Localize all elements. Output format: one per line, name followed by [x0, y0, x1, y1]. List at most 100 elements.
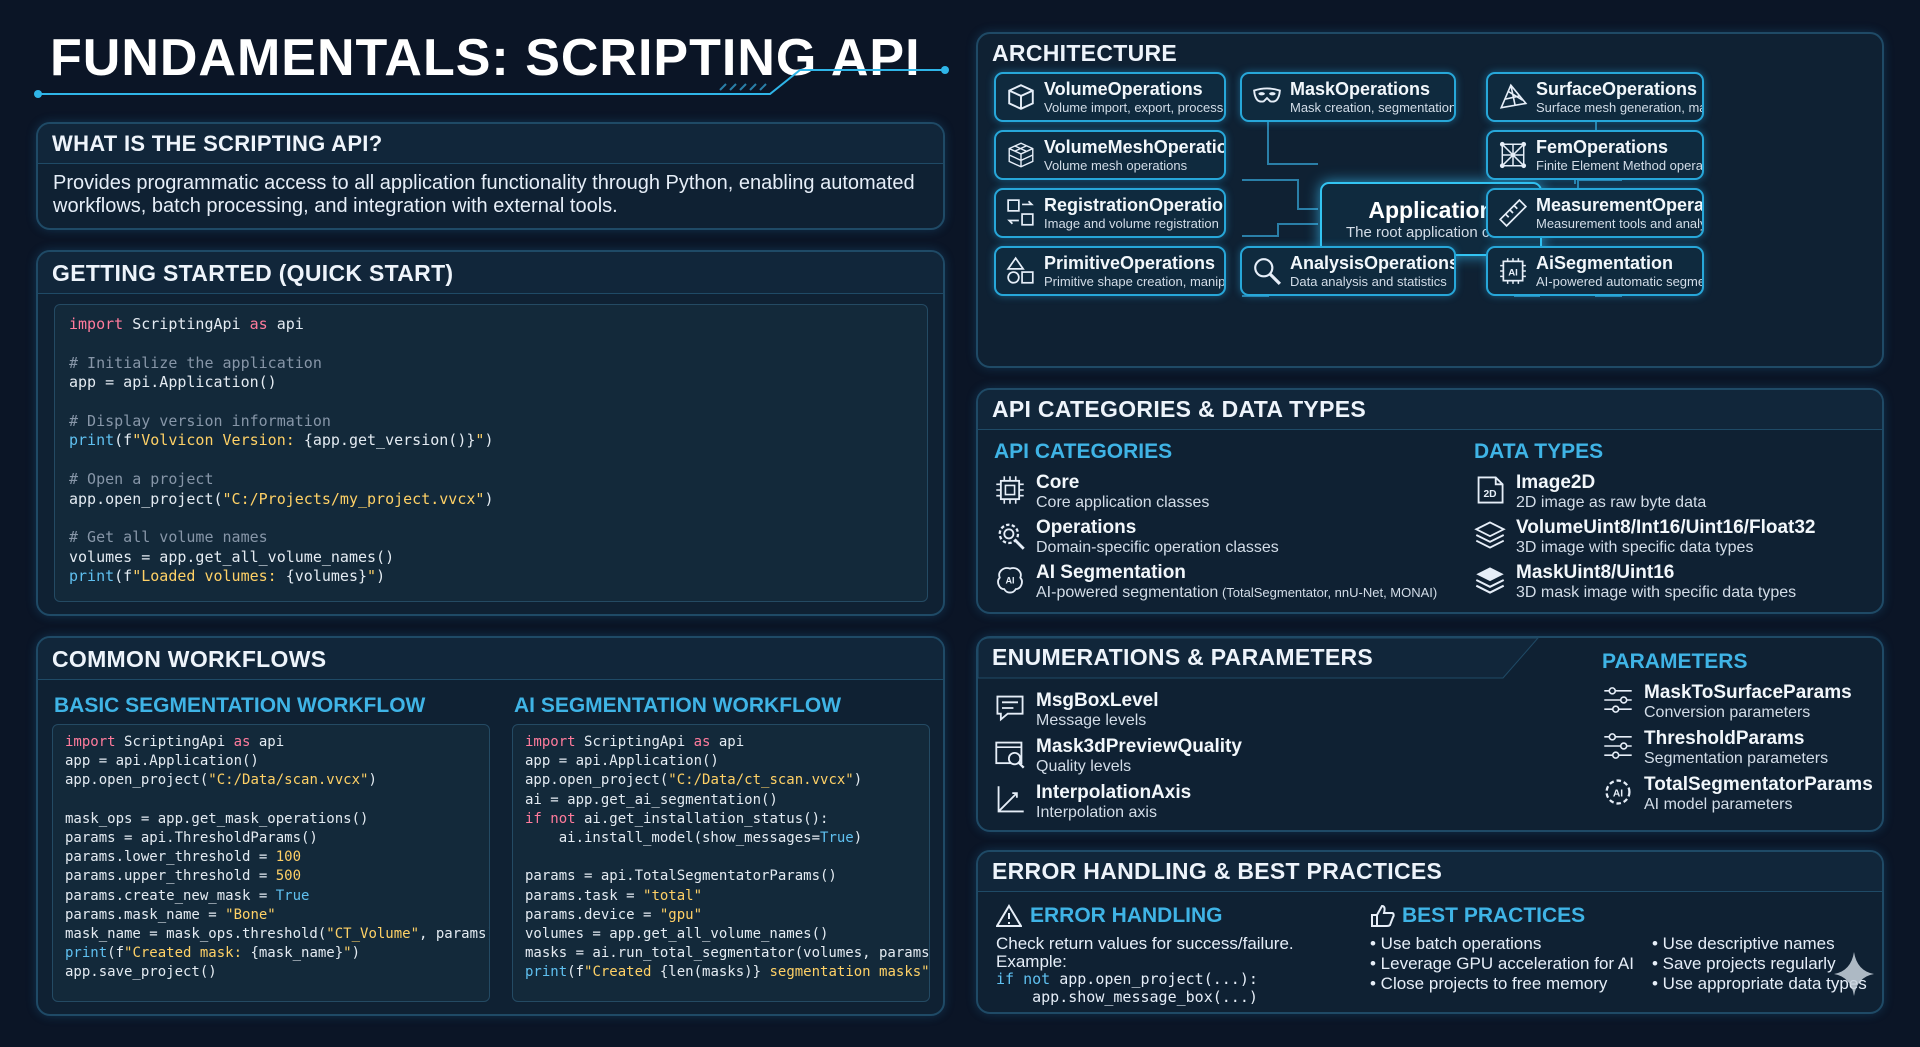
page-title: FUNDAMENTALS: SCRIPTING API	[50, 29, 921, 87]
gear-search-icon	[998, 523, 1025, 550]
code-line: volumes = app.get_all_volume_names()	[69, 548, 913, 567]
data-type-desc-text: 3D image with specific data types	[1516, 539, 1754, 556]
preview-icon	[995, 741, 1025, 769]
application-node-desc: The root application class	[1345, 224, 1517, 241]
code-token: params.device =	[525, 906, 660, 923]
enums-title: ENUMERATIONS & PARAMETERS	[992, 644, 1374, 670]
arch-node-desc: Primitive shape creation, manipulation	[1044, 274, 1226, 289]
what-text: Provides programmatic access to all appl…	[53, 172, 915, 217]
code-token: )	[376, 567, 386, 586]
code-line: app.open_project("C:/Data/ct_scan.vvcx")	[525, 771, 917, 790]
code-token: app = api.Application()	[69, 373, 277, 392]
api-category-title: AI Segmentation	[1036, 562, 1186, 583]
code-token: # Get all volume names	[69, 528, 268, 547]
code-line: import ScriptingApi as api	[69, 315, 913, 334]
code-line: import ScriptingApi as api	[525, 733, 917, 752]
data-type-title: Image2D	[1516, 472, 1596, 493]
code-token: "C:/Data/scan.vvcx"	[208, 772, 369, 789]
api-category-title: Operations	[1036, 517, 1137, 538]
code-token: params = api.TotalSegmentatorParams()	[525, 868, 837, 885]
enum-desc-text: Interpolation axis	[1036, 804, 1157, 821]
param-desc-text: Conversion parameters	[1644, 704, 1811, 721]
errors-panel: ERROR HANDLING & BEST PRACTICES ERROR HA…	[976, 850, 1884, 1014]
code-token: "CT_Volume"	[326, 925, 420, 942]
architecture-panel: ARCHITECTURE Application The root applic…	[976, 32, 1884, 368]
enum-title: Mask3dPreviewQuality	[1036, 736, 1242, 757]
workflows-panel: COMMON WORKFLOWS BASIC SEGMENTATION WORK…	[36, 636, 945, 1016]
code-token: as	[233, 734, 251, 750]
code-token: "	[367, 567, 377, 586]
error-code-line1: app.open_project(...):	[1050, 970, 1258, 988]
code-token: app = api.Application()	[525, 753, 719, 770]
getting-started-panel: GETTING STARTED (QUICK START) import Scr…	[36, 250, 945, 616]
code-line: masks = ai.run_total_segmentator(volumes…	[525, 944, 929, 963]
errors-title: ERROR HANDLING & BEST PRACTICES	[992, 858, 1443, 884]
code-token: print	[69, 431, 115, 450]
chip-icon	[996, 476, 1024, 504]
what-panel: WHAT IS THE SCRIPTING API? Provides prog…	[36, 122, 945, 230]
code-line: params = api.TotalSegmentatorParams()	[525, 867, 917, 886]
code-token: app.open_project(	[69, 489, 223, 508]
error-code-keyword: if not	[996, 970, 1051, 988]
code-token: "Bone"	[225, 906, 276, 923]
code-token: "C:/Projects/my_project.vvcx"	[222, 489, 485, 508]
code-token: params.mask_name =	[65, 906, 226, 923]
code-line	[65, 791, 477, 810]
api-category-desc: Core application classes	[1036, 493, 1209, 512]
image-2d-icon: 2D	[1477, 476, 1504, 504]
arch-node-title: PrimitiveOperations	[1044, 253, 1216, 273]
ai-chip-icon: AI	[1500, 258, 1526, 284]
svg-text:AI: AI	[1613, 789, 1623, 800]
arch-node-desc: Measurement tools and analysis	[1536, 216, 1704, 231]
arch-node-desc: Volume mesh operations	[1044, 158, 1188, 173]
arch-node-volumemeshoperations[interactable]: VolumeMeshOperationsVolume mesh operatio…	[994, 130, 1226, 180]
data-type-desc: 3D image with specific data types	[1516, 538, 1815, 557]
arch-node-desc: Mask creation, segmentation, analysis	[1290, 100, 1456, 115]
sliders-icon	[1604, 733, 1632, 759]
mask-layers-icon	[1475, 567, 1505, 594]
code-token: "	[343, 945, 352, 962]
data-type-title: MaskUint8/Uint16	[1516, 562, 1675, 583]
code-token: ai = app.get_ai_segmentation()	[525, 791, 778, 808]
enum-desc: Message levels	[1036, 711, 1158, 730]
svg-text:AI: AI	[1005, 575, 1014, 585]
param-title: TotalSegmentatorParams	[1644, 774, 1873, 795]
code-token: as	[693, 734, 711, 750]
best-practice-item: • Use appropriate data types	[1652, 974, 1867, 993]
code-token: app.save_project()	[65, 964, 217, 981]
code-token: )	[853, 829, 863, 846]
data-type-desc: 2D image as raw byte data	[1516, 493, 1706, 512]
code-token: # Display version information	[69, 411, 331, 430]
code-token: (f	[567, 964, 585, 981]
code-token: volumes = app.get_all_volume_names()	[525, 925, 829, 942]
best-practices-title: BEST PRACTICES	[1402, 904, 1586, 927]
error-handling-text1: Check return values for success/failure.	[996, 934, 1294, 953]
code-token: , params)	[419, 925, 490, 942]
best-practice-item: • Close projects to free memory	[1370, 974, 1608, 993]
code-token: 100	[275, 849, 302, 866]
quick-start-code: import ScriptingApi as api # Initialize …	[54, 304, 928, 602]
api-category-desc-text: Core application classes	[1036, 494, 1210, 511]
error-code-line2: app.show_message_box(...)	[996, 988, 1258, 1006]
getting-started-title: GETTING STARTED (QUICK START)	[52, 260, 454, 286]
categories-title: API CATEGORIES & DATA TYPES	[992, 396, 1366, 422]
code-token: )	[351, 945, 361, 962]
code-line: print(f"Created mask: {mask_name}")	[65, 944, 477, 963]
warning-icon	[996, 904, 1022, 927]
code-token: volumes = app.get_all_volume_names()	[69, 547, 395, 566]
enum-title: InterpolationAxis	[1036, 782, 1192, 803]
code-line: # Open a project	[69, 470, 913, 489]
arch-node-measurementoperations[interactable]: MeasurementOperationsMeasurement tools a…	[1486, 188, 1704, 238]
code-token: if not	[525, 810, 576, 827]
